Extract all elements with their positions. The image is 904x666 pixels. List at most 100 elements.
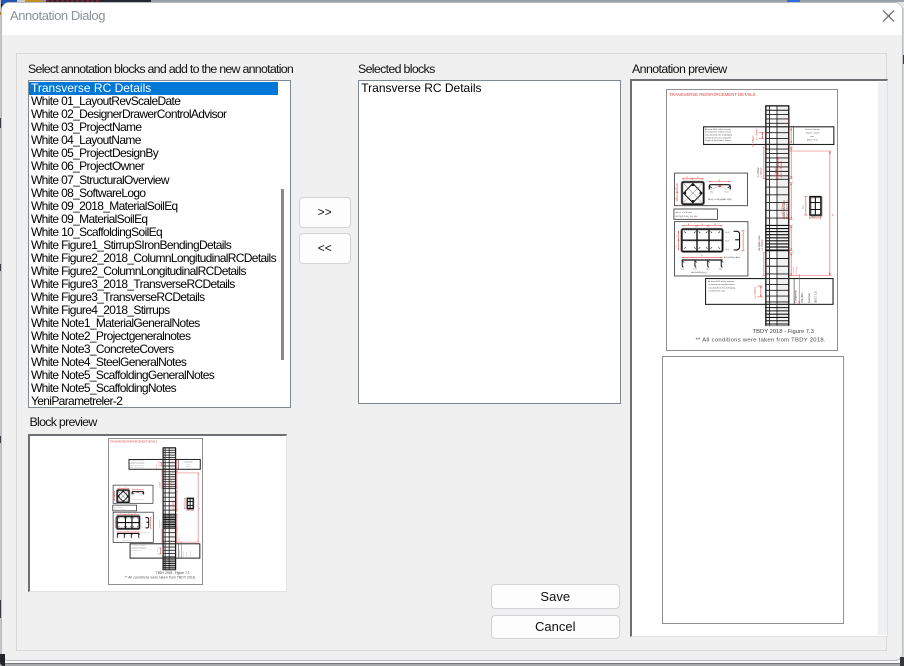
svg-text:Ø(a): Ø(a) [132,495,135,497]
svg-text:A(sh): A(sh) [725,239,730,242]
svg-text:≤ 150mm: ≤ 150mm [179,537,181,542]
svg-text:Ø(a): Ø(a) [693,268,697,270]
svg-text:(BSC 7.3.1): (BSC 7.3.1) [189,550,191,557]
svg-text:b: b [127,531,128,533]
svg-text:50-100mm: 50-100mm [155,464,157,470]
svg-text:A(sh): A(sh) [140,526,143,529]
svg-text:≤ 100mm: ≤ 100mm [760,167,763,177]
svg-text:Lines of stirrups: Lines of stirrups [184,459,192,462]
svg-text:s ≤ b/2 150mm: s ≤ b/2 150mm [171,502,173,510]
svg-text:TBDY 2018 - Figure 7.3: TBDY 2018 - Figure 7.3 [753,329,814,335]
svg-text:b(w): b(w) [188,509,191,511]
svg-text:Lines of stirrups: Lines of stirrups [805,128,820,131]
svg-text:A(sh)=2Ø(a)+A(w): A(sh)=2Ø(a)+A(w) [724,256,740,259]
svg-text:s ≤ 100mm: s ≤ 100mm [156,548,158,554]
svg-text:s ≤ 100mm: s ≤ 100mm [756,128,759,140]
svg-text:b: b [125,487,126,489]
svg-text:b: b [701,255,703,257]
svg-text:a: a [137,488,138,490]
svg-text:COLUMN +: COLUMN + [802,290,804,302]
svg-text:A(sh): A(sh) [725,231,730,234]
svg-text:a: a [113,493,115,494]
svg-text:zone ≥1.5b ≥ℓn/6: zone ≥1.5b ≥ℓn/6 [171,478,173,488]
svg-text:calculated for the underlying: calculated for the underlying [131,547,146,550]
svg-text:TBDY 2018 - Figure 7.3: TBDY 2018 - Figure 7.3 [155,571,189,575]
svg-text:column + beam: column + beam [805,132,819,134]
svg-text:A(sh): A(sh) [140,517,143,520]
svg-text:At least 60% of the amount: At least 60% of the amount [705,127,731,130]
svg-text:TRANSVERSE REINFORCEMENT DETAI: TRANSVERSE REINFORCEMENT DETAILS [669,92,756,97]
svg-text:height of the beam-c beam: height of the beam-c beam [705,139,731,142]
svg-text:s ≤ 50mm: s ≤ 50mm [158,482,160,488]
svg-text:b: b [697,177,699,179]
svg-text:(BSC 7.4.1): (BSC 7.4.1) [807,139,818,141]
svg-text:b(w): b(w) [803,205,805,209]
svg-text:central zone s≤b/2: central zone s≤b/2 [171,500,174,511]
svg-text:a: a [677,244,679,246]
svg-text:Ø(a): Ø(a) [706,268,710,270]
svg-text:column + beam: column + beam [184,462,192,464]
svg-text:a: a [675,187,677,189]
svg-text:a: a [113,520,115,521]
svg-text:s ≤ bw/2: s ≤ bw/2 [177,537,179,541]
svg-text:Ø(a): Ø(a) [710,191,714,193]
svg-text:a: a [127,513,128,515]
svg-text:beam just: beam just [808,292,811,302]
svg-text:a: a [120,513,121,515]
svg-text:b: b [686,177,688,179]
svg-text:Ø(a): Ø(a) [140,495,143,497]
svg-text:b: b [119,487,120,489]
svg-text:Ø(a): Ø(a) [725,191,729,193]
svg-text:Confinement: Confinement [794,289,797,302]
svg-text:confinement zone along the: confinement zone along the [705,136,732,139]
svg-text:calculated for the underlying: calculated for the underlying [708,286,736,289]
svg-text:A(sh) ≥ 0.30(a)(A/A−1)(f/f): A(sh) ≥ 0.30(a)(A/A−1)(f/f) [708,197,732,200]
svg-text:Ø(a): Ø(a) [116,538,119,540]
svg-text:Ø(a): Ø(a) [137,538,140,540]
svg-text:A(sh)=3(Ø(a))+(s): A(sh)=3(Ø(a))+(s) [691,271,707,274]
svg-text:Column confinement: Column confinement [168,476,171,488]
svg-text:min a, s ≥ 50 mm: min a, s ≥ 50 mm [113,506,122,508]
svg-text:(Ø 25)(4.3.4.4), (6), (6a): (Ø 25)(4.3.4.4), (6), (6a) [675,215,697,217]
svg-text:a: a [677,234,679,236]
svg-text:a: a [714,223,716,225]
svg-text:a: a [134,513,135,515]
svg-text:≤ 150mm: ≤ 150mm [795,266,798,275]
svg-text:junc: junc [809,136,814,138]
svg-text:(BSC 7.3.4(7.4.1)): (BSC 7.3.4(7.4.1)) [787,199,789,218]
svg-text:Confinement: Confinement [177,550,180,558]
svg-text:of transverse reinforcement: of transverse reinforcement [129,461,144,464]
svg-text:a: a [719,179,721,181]
svg-text:(Ø 25)(4.3.4.4), (6), (6a): (Ø 25)(4.3.4.4), (6), (6a) [113,508,126,510]
svg-text:b(w): b(w) [812,216,816,218]
svg-text:b(w): b(w) [182,503,184,506]
svg-text:≤150mm: ≤150mm [788,116,791,125]
svg-text:of transverse reinforcement: of transverse reinforcement [708,283,735,286]
svg-text:(BSC 7.4.1): (BSC 7.4.1) [185,466,191,468]
svg-text:a: a [688,223,690,225]
svg-text:At least 60% of the amount: At least 60% of the amount [129,459,144,462]
svg-text:(BSC 7.3.4(7.4.1)): (BSC 7.3.4(7.4.1)) [174,500,176,511]
svg-text:s ≤ b/2 150mm: s ≤ b/2 150mm [782,202,785,217]
svg-text:A(sh)=2Ø(a)+A(w): A(sh)=2Ø(a)+A(w) [140,530,149,533]
svg-text:50-100mm: 50-100mm [753,135,755,146]
svg-text:min a, s ≥ 50 mm: min a, s ≥ 50 mm [675,210,692,213]
svg-text:a: a [702,223,704,225]
svg-text:At least 60% of the amount: At least 60% of the amount [131,544,146,547]
svg-text:a: a [113,499,115,500]
svg-text:lap splice zone: lap splice zone [158,520,160,529]
svg-text:junc: junc [186,464,189,466]
svg-text:A(sh): A(sh) [725,248,730,251]
svg-text:lap splice zone: lap splice zone [759,234,761,250]
svg-text:≤ 100mm: ≤ 100mm [159,482,161,487]
svg-text:≥ 1.5b ℓn/6: ≥ 1.5b ℓn/6 [774,166,777,178]
svg-text:** All conditions were taken f: ** All conditions were taken from TBDY 2… [124,576,195,580]
svg-text:s ≤ 100mm: s ≤ 100mm [761,239,764,251]
svg-text:calculated for the underlying: calculated for the underlying [129,462,144,465]
svg-text:Column confinement: Column confinement [777,156,780,178]
svg-text:beam just: beam just [185,551,188,557]
svg-text:(BSC 7.3.1): (BSC 7.3.1) [816,290,818,302]
svg-text:≥ 1.5b ℓn/6: ≥ 1.5b ℓn/6 [167,482,169,488]
svg-text:s ≤ 100mm: s ≤ 100mm [754,286,757,298]
svg-text:of transverse reinforcement: of transverse reinforcement [705,130,732,133]
